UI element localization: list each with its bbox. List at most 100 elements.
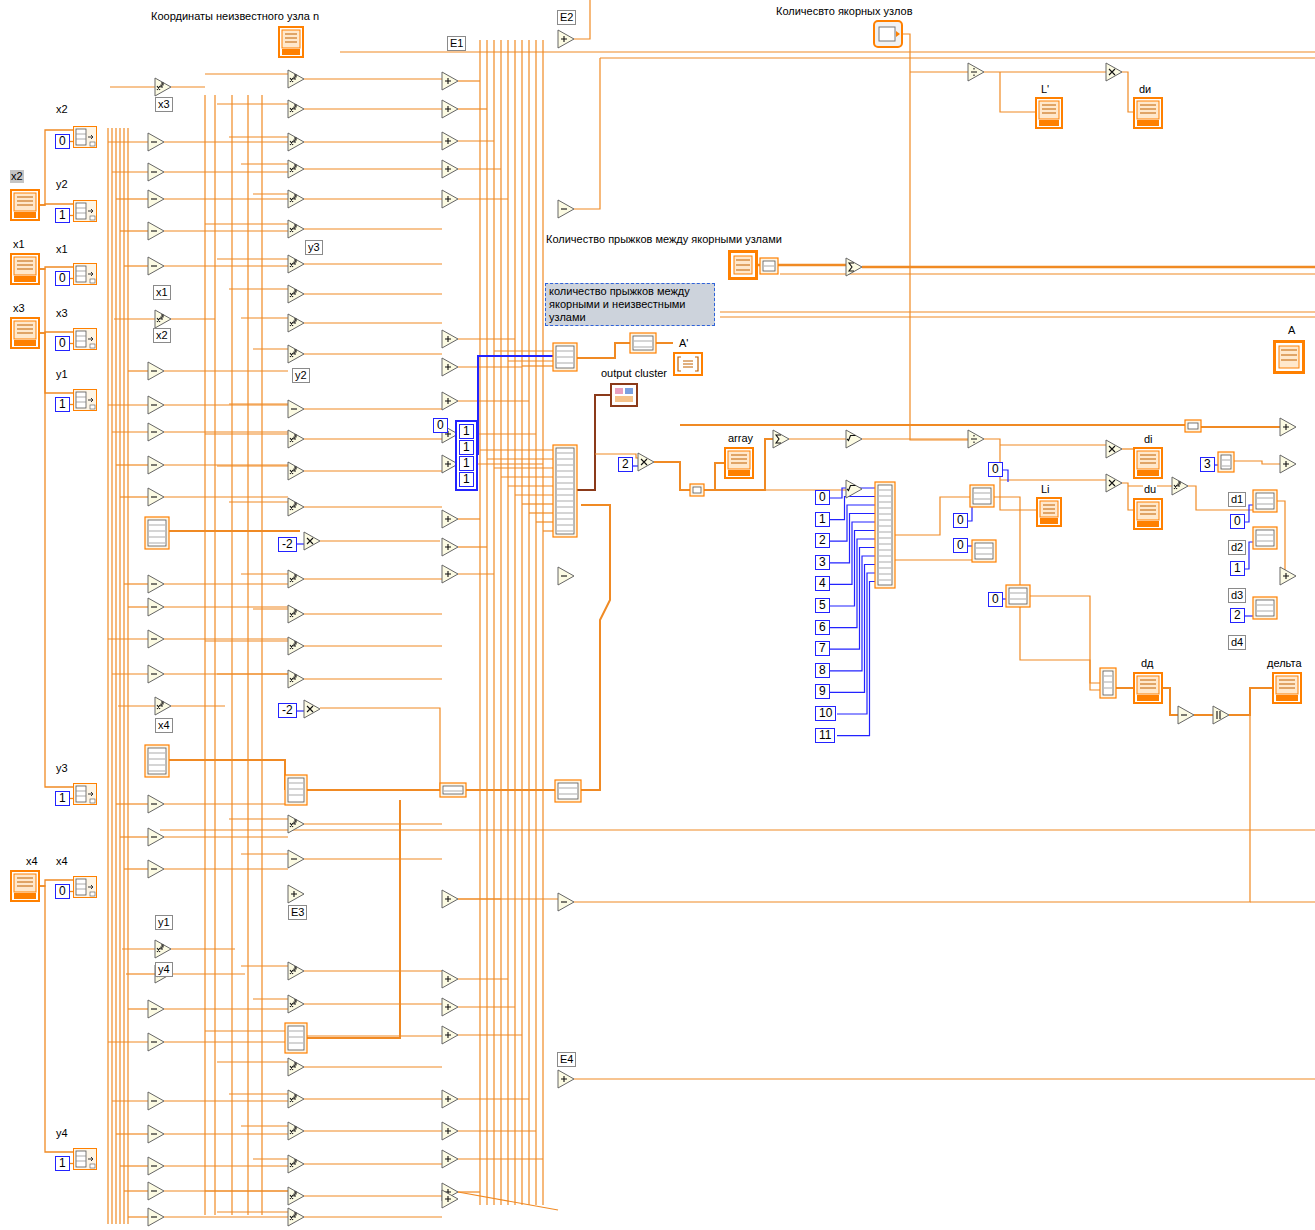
primitive-node xyxy=(148,257,164,275)
wire xyxy=(837,582,875,736)
terminal-icon xyxy=(1133,97,1163,129)
wire xyxy=(910,71,968,72)
terminal-label: di xyxy=(1143,433,1154,446)
primitive-node xyxy=(288,1187,304,1205)
numeric-constant: 0 xyxy=(953,513,968,528)
terminal-label: x1 xyxy=(12,238,26,251)
wire xyxy=(521,40,522,1205)
wire xyxy=(241,573,288,574)
primitive-node xyxy=(442,330,458,348)
wire xyxy=(304,263,442,264)
primitive-node xyxy=(1178,706,1194,724)
wire xyxy=(1122,72,1133,112)
wire xyxy=(493,40,494,1205)
terminal: L' xyxy=(1035,97,1063,129)
wire xyxy=(1250,901,1315,902)
numeric-constant: 2 xyxy=(618,457,633,472)
numeric-constant: 0 xyxy=(55,134,70,149)
wire xyxy=(458,1034,522,1035)
primitive-node xyxy=(638,453,654,471)
wire xyxy=(458,546,487,547)
primitive-node xyxy=(442,890,458,908)
wire xyxy=(120,836,148,837)
wire xyxy=(108,141,148,142)
wire xyxy=(600,57,1315,58)
wire xyxy=(304,858,442,859)
wire xyxy=(458,573,494,574)
wire-label: E1 xyxy=(447,36,466,51)
wire xyxy=(680,424,1185,426)
wire xyxy=(229,288,288,289)
wire xyxy=(574,58,600,209)
primitive-node xyxy=(288,1208,304,1226)
wire xyxy=(458,1158,543,1159)
wire xyxy=(164,673,288,674)
wire xyxy=(1122,483,1133,510)
numeric-constant: 6 xyxy=(815,620,830,635)
primitive-node xyxy=(288,962,304,980)
primitive-node xyxy=(442,998,458,1016)
constant-value: 0 xyxy=(992,463,999,476)
array-function xyxy=(1253,597,1277,619)
wire xyxy=(164,638,288,639)
wire xyxy=(304,578,442,579)
wire xyxy=(164,1008,288,1009)
wire xyxy=(340,51,1315,52)
wire xyxy=(479,40,480,1205)
wire xyxy=(124,583,148,584)
wire xyxy=(1163,688,1178,715)
wire xyxy=(535,40,536,1205)
array-function xyxy=(690,484,704,496)
wire xyxy=(112,1100,148,1101)
numeric-constant: 0 xyxy=(953,538,968,553)
wire xyxy=(304,1098,442,1099)
wire xyxy=(1229,688,1272,715)
wire xyxy=(574,715,1250,902)
wire xyxy=(478,356,553,455)
wire xyxy=(830,548,875,650)
wire xyxy=(487,458,553,459)
primitive-node xyxy=(155,697,171,715)
index-array-icon xyxy=(73,328,97,350)
constant-value: 0 xyxy=(59,272,66,285)
terminal-label: dи xyxy=(1138,83,1152,96)
constant-value: 1 xyxy=(59,1157,66,1170)
numeric-constant: 0 xyxy=(55,271,70,286)
primitive-node xyxy=(288,885,304,903)
wire xyxy=(486,40,487,1205)
wire xyxy=(304,970,442,971)
primitive-node xyxy=(558,893,574,911)
wire xyxy=(1000,72,1035,112)
terminal-icon xyxy=(1133,447,1163,479)
primitive-node xyxy=(442,1026,458,1044)
wire xyxy=(124,1190,148,1191)
wire xyxy=(304,322,442,323)
wire xyxy=(214,95,215,1215)
array-function xyxy=(440,783,466,797)
wire xyxy=(164,836,288,837)
index-array: y1 xyxy=(73,389,97,411)
terminal: x2 xyxy=(10,189,40,221)
wire xyxy=(304,293,442,294)
array-function xyxy=(285,775,307,805)
terminal-label: L' xyxy=(1040,83,1050,96)
wire xyxy=(110,86,155,87)
wire xyxy=(164,583,288,584)
wire xyxy=(164,404,288,405)
primitive-node xyxy=(442,358,458,376)
array-function xyxy=(145,745,169,777)
wire xyxy=(830,531,875,607)
wire-label: y4 xyxy=(155,962,173,977)
array-function xyxy=(555,780,581,802)
wire xyxy=(522,365,553,366)
terminal-label: x2 xyxy=(10,170,24,183)
numeric-constant: 9 xyxy=(815,684,830,699)
wire xyxy=(458,978,508,979)
wire xyxy=(830,522,875,584)
wire xyxy=(205,223,288,224)
array-function xyxy=(1253,527,1277,549)
terminal: array xyxy=(724,447,754,479)
primitive-node xyxy=(442,538,458,556)
